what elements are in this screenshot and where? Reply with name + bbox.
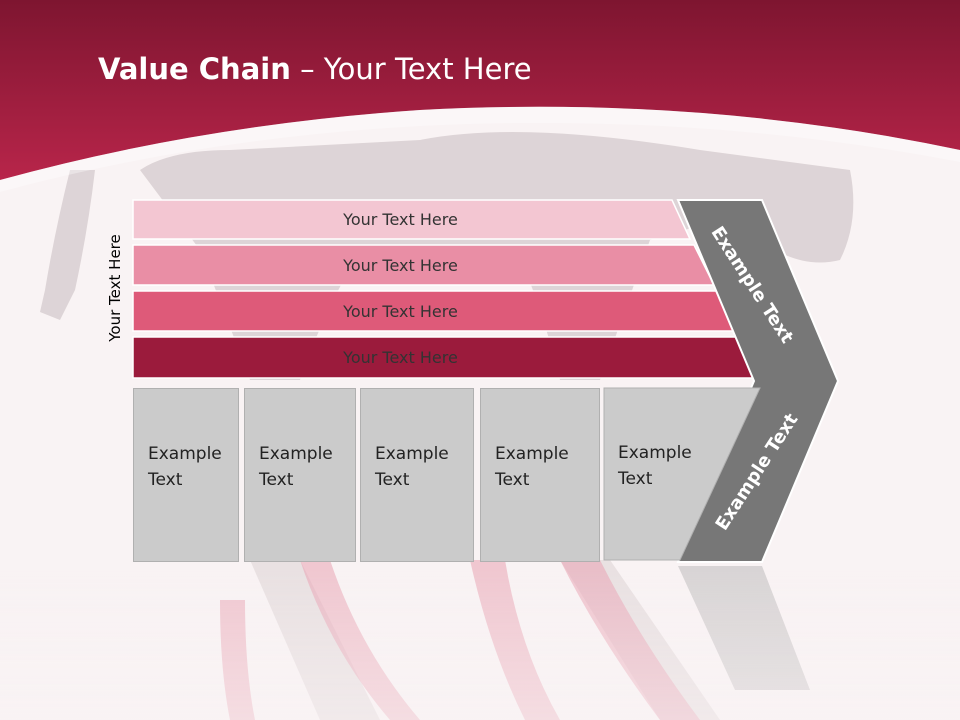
column-2-reflection: Example Text [244, 565, 356, 685]
band-4: Your Text Here [343, 347, 458, 367]
column-3: Example Text [360, 388, 474, 562]
column-4-reflection: Example Text [480, 565, 600, 685]
band-1-shape [132, 199, 692, 240]
slide-title: Value Chain – Your Text Here [98, 52, 532, 86]
column-4: Example Text [480, 388, 600, 562]
band-3: Your Text Here [343, 301, 458, 321]
column-3-reflection: Example Text [360, 565, 474, 685]
column-1: Example Text [133, 388, 239, 562]
column-2: Example Text [244, 388, 356, 562]
column-5-shape [603, 387, 761, 561]
band-2: Your Text Here [343, 255, 458, 275]
column-1-reflection: Example Text [133, 565, 239, 685]
band-1: Your Text Here [343, 209, 458, 229]
column-5-reflection: Example Text [604, 565, 760, 685]
header-band [0, 0, 960, 180]
